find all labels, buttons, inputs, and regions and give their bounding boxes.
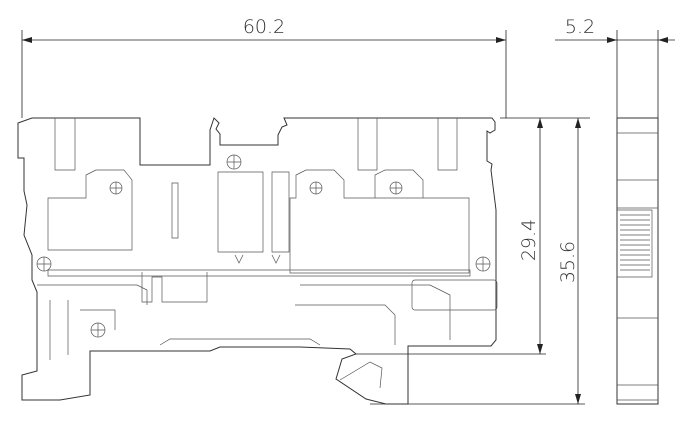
dimension-thickness-label: 5.2 — [565, 16, 595, 38]
dimension-overall-height: 35.6 — [370, 118, 585, 405]
dimension-height-rail: 29.4 — [355, 117, 590, 355]
dimension-width: 60.2 — [21, 16, 507, 118]
dimension-thickness: 5.2 — [555, 16, 675, 118]
dimension-height-rail-label: 29.4 — [518, 219, 540, 261]
terminal-block-side-view — [616, 117, 659, 405]
dimension-width-label: 60.2 — [243, 16, 285, 38]
dimension-overall-height-label: 35.6 — [557, 241, 579, 283]
terminal-block-front-view — [17, 117, 498, 405]
